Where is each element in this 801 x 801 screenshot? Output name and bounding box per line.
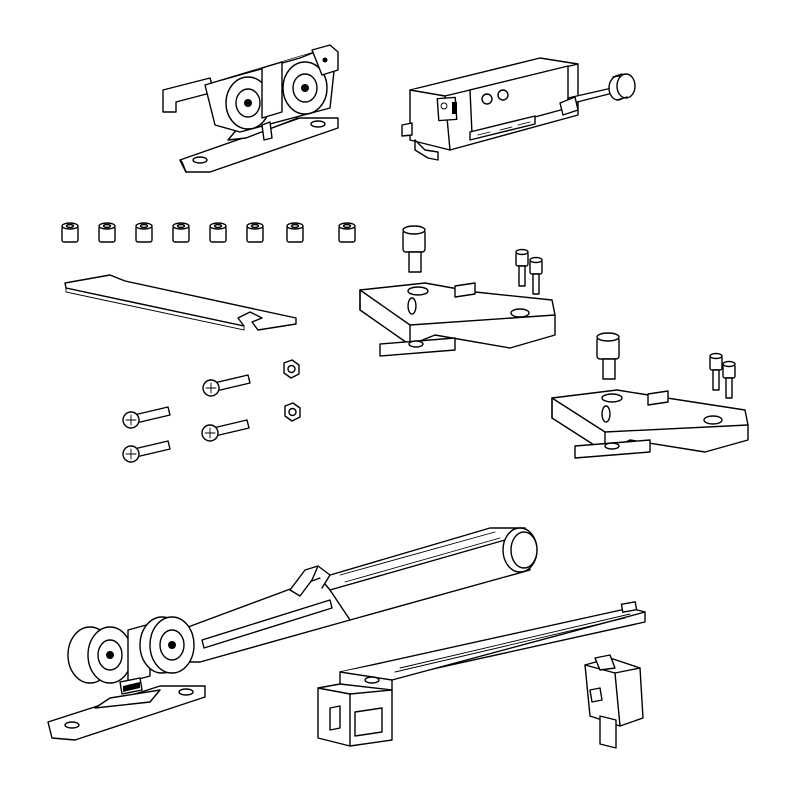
spacer-sleeve-icon xyxy=(98,222,116,243)
phillips-screw-icon xyxy=(122,440,171,463)
flat-plate-icon xyxy=(64,274,297,331)
soft-close-damper-icon xyxy=(401,57,636,161)
spacer-sleeve-icon xyxy=(286,222,304,243)
spacer-sleeve-icon xyxy=(172,222,190,243)
spacer-sleeve-icon xyxy=(246,222,264,243)
phillips-screw-icon xyxy=(202,374,251,397)
spacer-row xyxy=(61,222,356,243)
phillips-screw-icon xyxy=(122,406,171,429)
hex-nut-icon xyxy=(284,402,301,422)
bracket-icon xyxy=(551,332,749,459)
spacer-sleeve-icon xyxy=(61,222,79,243)
phillips-screw-icon xyxy=(201,419,250,442)
bracket-icon xyxy=(359,225,556,357)
stopper-clip-icon xyxy=(584,654,644,749)
trolley-damper-assembly-icon xyxy=(47,527,538,741)
spacer-sleeve-icon xyxy=(338,222,356,243)
activator-rail-icon xyxy=(317,601,646,747)
hex-nut-icon xyxy=(283,359,300,379)
spacer-sleeve-icon xyxy=(209,222,227,243)
roller-trolley-icon xyxy=(162,44,339,173)
spacer-sleeve-icon xyxy=(135,222,153,243)
